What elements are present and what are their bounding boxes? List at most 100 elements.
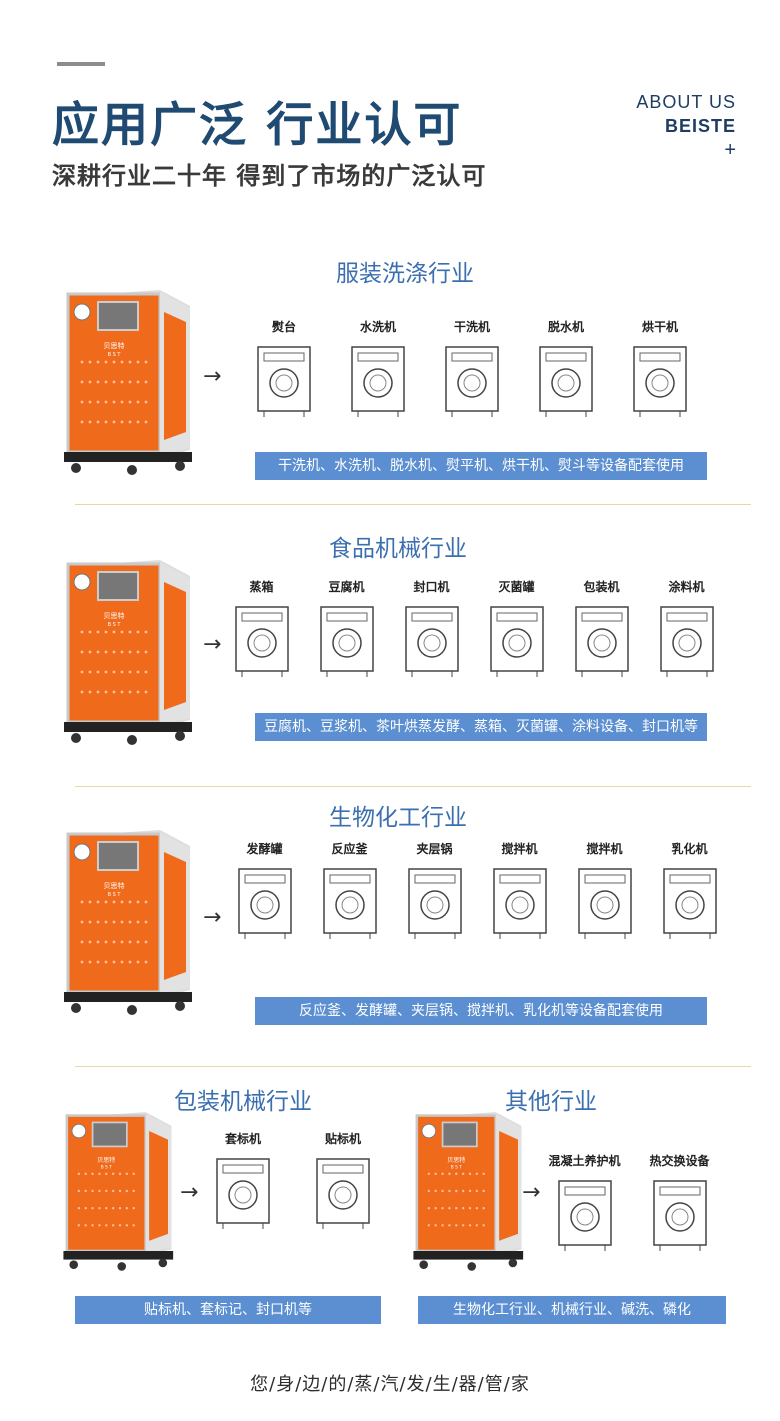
machine-drawing bbox=[216, 1158, 270, 1229]
machine-label: 包装机 bbox=[583, 580, 620, 594]
machine-item: 搅拌机 bbox=[565, 840, 644, 943]
machine-label: 水洗机 bbox=[359, 320, 396, 334]
plus-icon[interactable]: + bbox=[724, 139, 736, 161]
machine-label: 反应釜 bbox=[331, 842, 368, 856]
section-divider bbox=[75, 786, 751, 787]
steam-generator-image: 贝思特 B S T bbox=[60, 822, 200, 1022]
machine-item: 烘干机 bbox=[616, 318, 704, 421]
machine-drawing bbox=[662, 868, 717, 939]
machine-drawing bbox=[633, 346, 687, 417]
machine-label: 灭菌罐 bbox=[498, 580, 535, 594]
about-us-label: ABOUT US bbox=[636, 92, 736, 112]
caption-laundry: 干洗机、水洗机、脱水机、熨平机、烘干机、熨斗等设备配套使用 bbox=[255, 452, 707, 480]
footer-slogan: 您/身/边/的/蒸/汽/发/生/器/管/家 bbox=[250, 1374, 530, 1395]
machine-drawing bbox=[557, 1180, 612, 1251]
machine-drawing bbox=[407, 868, 462, 939]
machine-label: 搅拌机 bbox=[586, 842, 623, 856]
arrow-icon: → bbox=[522, 1180, 541, 1205]
caption-packaging: 贴标机、套标记、封口机等 bbox=[75, 1296, 381, 1324]
machine-label: 夹层锅 bbox=[416, 842, 453, 856]
machine-item: 干洗机 bbox=[428, 318, 516, 421]
machine-drawing bbox=[234, 606, 289, 677]
machine-label: 蒸箱 bbox=[249, 580, 274, 594]
section-divider bbox=[75, 1066, 751, 1067]
page-subtitle: 深耕行业二十年 得到了市场的广泛认可 bbox=[52, 162, 487, 190]
machine-drawing bbox=[322, 868, 377, 939]
machine-item: 夹层锅 bbox=[395, 840, 474, 943]
machine-label: 封口机 bbox=[413, 580, 450, 594]
machine-label: 脱水机 bbox=[547, 320, 584, 334]
header-accent-bar bbox=[57, 62, 105, 66]
machine-label: 熨台 bbox=[271, 320, 296, 334]
boiler-logo-sub: B S T bbox=[108, 622, 122, 628]
machine-label: 贴标机 bbox=[324, 1132, 361, 1146]
machine-item: 搅拌机 bbox=[480, 840, 559, 943]
machine-drawing bbox=[257, 346, 311, 417]
machine-drawing bbox=[652, 1180, 707, 1251]
arrow-icon: → bbox=[203, 632, 222, 657]
machine-label: 乳化机 bbox=[671, 842, 708, 856]
machine-drawing bbox=[492, 868, 547, 939]
arrow-icon: → bbox=[203, 364, 222, 389]
machine-item: 乳化机 bbox=[650, 840, 729, 943]
machine-label: 涂料机 bbox=[668, 580, 705, 594]
machine-drawing bbox=[319, 606, 374, 677]
arrow-icon: → bbox=[180, 1180, 199, 1205]
steam-generator-image: 贝思特 B S T bbox=[60, 552, 200, 752]
steam-generator-drawing: 贝思特 B S T bbox=[64, 830, 192, 1015]
boiler-logo-text: 贝思特 bbox=[104, 341, 125, 350]
machine-label: 烘干机 bbox=[641, 320, 678, 334]
machine-item: 涂料机 bbox=[647, 578, 726, 681]
machine-drawing bbox=[539, 346, 593, 417]
machine-label: 热交换设备 bbox=[649, 1154, 710, 1168]
section-title-food: 食品机械行业 bbox=[329, 536, 467, 562]
page-title: 应用广泛 行业认可 bbox=[52, 98, 463, 153]
machine-item: 套标机 bbox=[196, 1130, 290, 1233]
machine-item: 水洗机 bbox=[334, 318, 422, 421]
machine-label: 豆腐机 bbox=[328, 580, 365, 594]
machine-label: 混凝土养护机 bbox=[548, 1154, 621, 1168]
boiler-logo-sub: B S T bbox=[108, 892, 122, 898]
machine-item: 包装机 bbox=[562, 578, 641, 681]
section-title-biochem: 生物化工行业 bbox=[329, 805, 467, 831]
machine-drawing bbox=[445, 346, 499, 417]
machine-drawing bbox=[659, 606, 714, 677]
section-divider bbox=[75, 504, 751, 505]
brand-name: BEISTE bbox=[664, 116, 736, 136]
boiler-logo-text: 贝思特 bbox=[97, 1156, 115, 1164]
boiler-logo-text: 贝思特 bbox=[104, 881, 125, 890]
caption-biochem: 反应釜、发酵罐、夹层锅、搅拌机、乳化机等设备配套使用 bbox=[255, 997, 707, 1025]
machine-drawing bbox=[574, 606, 629, 677]
machine-drawing bbox=[351, 346, 405, 417]
machine-label: 搅拌机 bbox=[501, 842, 538, 856]
boiler-logo-sub: B S T bbox=[451, 1165, 462, 1171]
boiler-logo-sub: B S T bbox=[108, 352, 122, 358]
machine-drawing bbox=[237, 868, 292, 939]
machine-drawing bbox=[489, 606, 544, 677]
machine-item: 豆腐机 bbox=[307, 578, 386, 681]
section-title-laundry: 服装洗涤行业 bbox=[336, 261, 474, 287]
machine-item: 蒸箱 bbox=[222, 578, 301, 681]
machine-drawing bbox=[316, 1158, 370, 1229]
machine-item: 脱水机 bbox=[522, 318, 610, 421]
about-us-block[interactable]: ABOUT US BEISTE + bbox=[636, 90, 736, 162]
boiler-logo-text: 贝思特 bbox=[447, 1156, 465, 1164]
machine-item: 贴标机 bbox=[296, 1130, 390, 1233]
section-title-packaging: 包装机械行业 bbox=[174, 1089, 312, 1115]
boiler-logo-sub: B S T bbox=[101, 1165, 112, 1171]
machine-item: 封口机 bbox=[392, 578, 471, 681]
machine-item: 混凝土养护机 bbox=[540, 1152, 629, 1255]
steam-generator-drawing: 贝思特 B S T bbox=[64, 560, 192, 745]
caption-food: 豆腐机、豆浆机、茶叶烘蒸发酵、蒸箱、灭菌罐、涂料设备、封口机等 bbox=[255, 713, 707, 741]
steam-generator-drawing: 贝思特 B S T bbox=[64, 290, 192, 475]
boiler-logo-text: 贝思特 bbox=[104, 611, 125, 620]
machine-item: 反应釜 bbox=[310, 840, 389, 943]
machine-item: 热交换设备 bbox=[635, 1152, 724, 1255]
machine-item: 发酵罐 bbox=[225, 840, 304, 943]
steam-generator-image: 贝思特 B S T bbox=[60, 282, 200, 482]
machine-label: 发酵罐 bbox=[246, 842, 283, 856]
machine-label: 套标机 bbox=[224, 1132, 261, 1146]
